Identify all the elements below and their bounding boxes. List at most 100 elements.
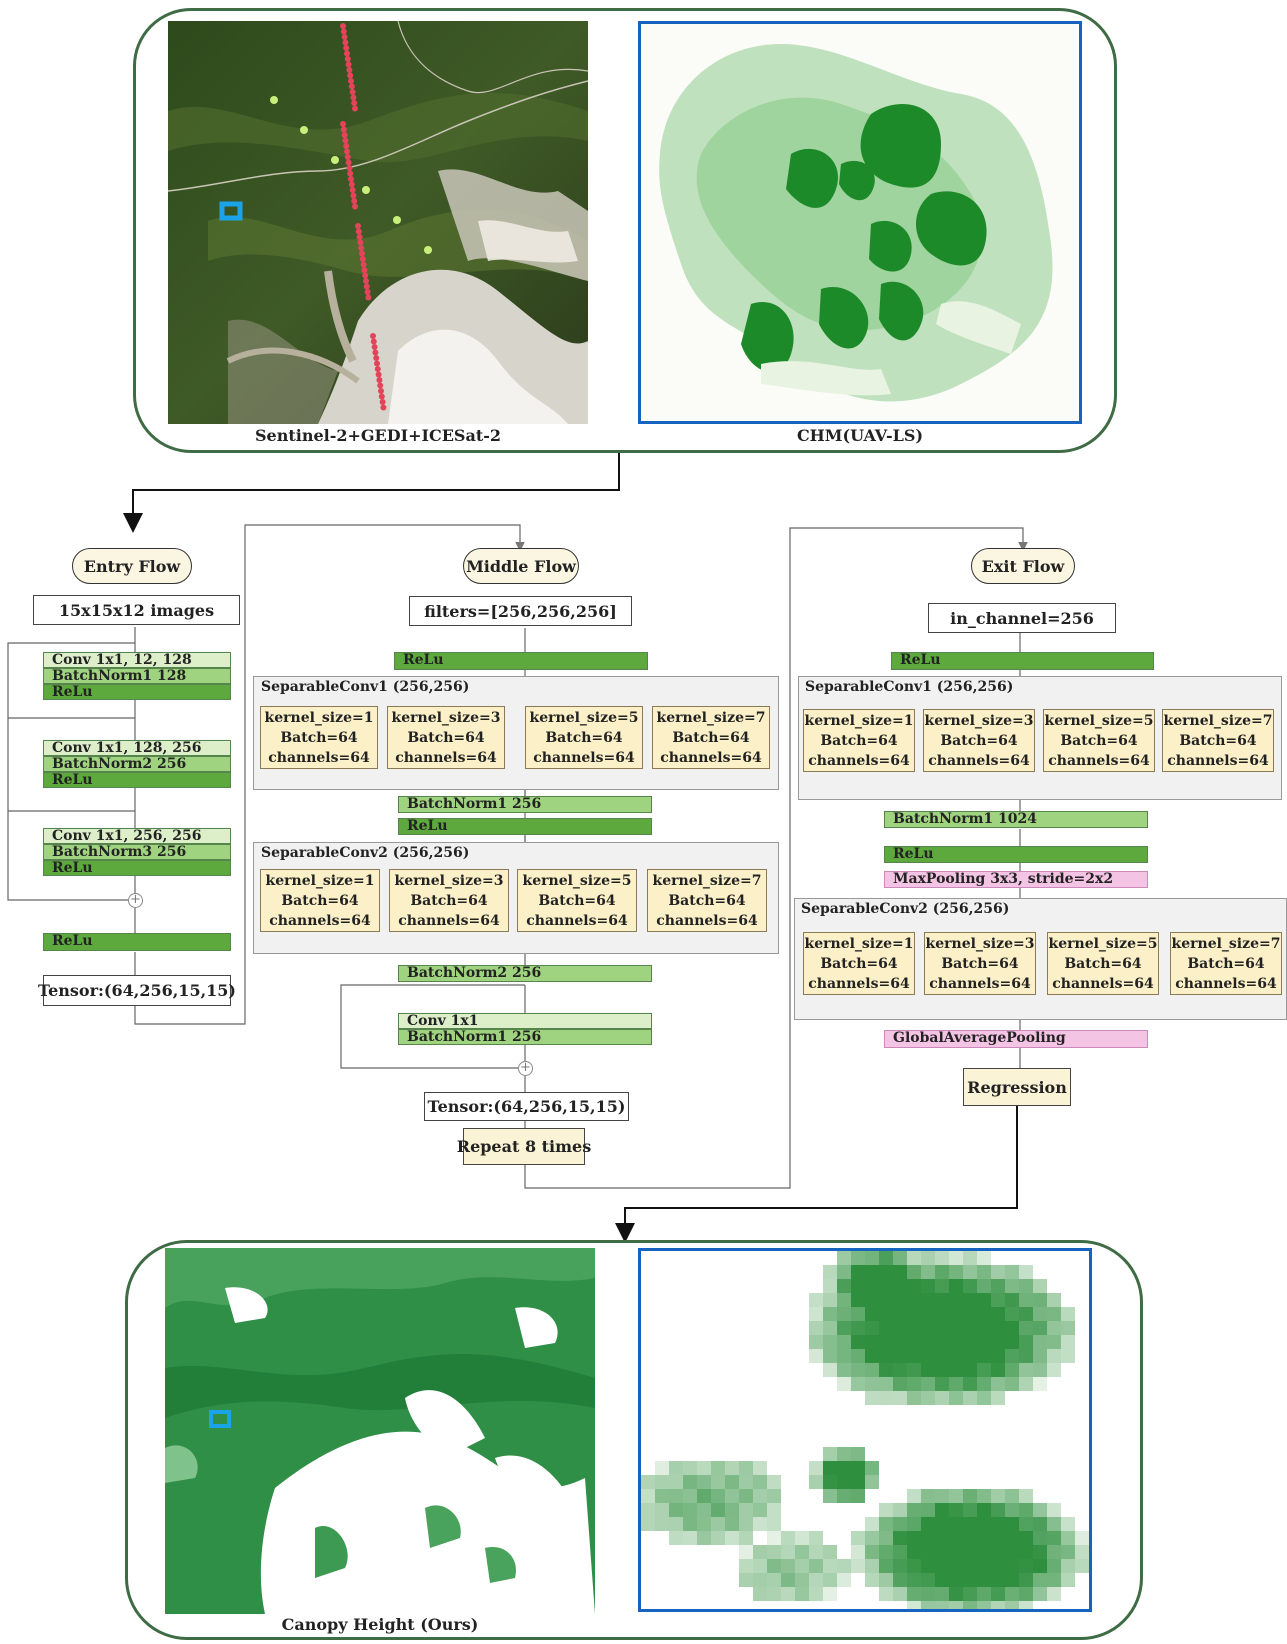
kernel-size: kernel_size=7 [1171, 935, 1281, 952]
exit-sepconv1-label: SeparableConv1 (256,256) [805, 679, 1014, 695]
exit-sep1-kernel-7: kernel_size=7 Batch=64 channels=64 [1162, 709, 1274, 772]
kernel-batch: Batch=64 [410, 892, 488, 909]
top-right-caption: CHM(UAV-LS) [796, 426, 924, 445]
entry-batchnorm-2: BatchNorm2 256 [43, 756, 231, 772]
kernel-channels: channels=64 [1052, 975, 1154, 992]
middle-sep1-kernel-7: kernel_size=7 Batch=64 channels=64 [652, 706, 770, 769]
exit-sep1-kernel-3: kernel_size=3 Batch=64 channels=64 [923, 709, 1035, 772]
kernel-batch: Batch=64 [407, 729, 485, 746]
middle-sep2-kernel-7: kernel_size=7 Batch=64 channels=64 [647, 869, 767, 932]
kernel-size: kernel_size=3 [394, 872, 504, 889]
kernel-channels: channels=64 [1167, 752, 1269, 769]
kernel-batch: Batch=64 [941, 955, 1019, 972]
exit-relu-mid: ReLu [884, 846, 1148, 863]
kernel-channels: channels=64 [398, 912, 500, 929]
exit-sep1-kernel-5: kernel_size=5 Batch=64 channels=64 [1043, 709, 1155, 772]
kernel-size: kernel_size=1 [264, 709, 374, 726]
entry-block-3: Conv 1x1, 256, 256 BatchNorm3 256 ReLu [43, 828, 231, 876]
kernel-batch: Batch=64 [672, 729, 750, 746]
middle-input-box: filters=[256,256,256] [409, 596, 632, 626]
kernel-channels: channels=64 [269, 912, 371, 929]
kernel-size: kernel_size=5 [1048, 935, 1158, 952]
kernel-batch: Batch=64 [1060, 732, 1138, 749]
kernel-channels: channels=64 [268, 749, 370, 766]
repeat-box: Repeat 8 times [457, 1128, 591, 1165]
kernel-batch: Batch=64 [538, 892, 616, 909]
entry-batchnorm-3: BatchNorm3 256 [43, 844, 231, 860]
middle-output-tensor: Tensor:(64,256,15,15) [424, 1092, 629, 1121]
kernel-size: kernel_size=3 [391, 709, 501, 726]
residual-add-icon: + [518, 1061, 533, 1076]
kernel-size: kernel_size=3 [925, 935, 1035, 952]
entry-relu-1: ReLu [43, 684, 231, 700]
entry-relu-3: ReLu [43, 860, 231, 876]
middle-sepconv1-label: SeparableConv1 (256,256) [261, 679, 470, 695]
kernel-channels: channels=64 [395, 749, 497, 766]
middle-batchnorm2: BatchNorm2 256 [398, 965, 652, 982]
middle-sep2-kernel-3: kernel_size=3 Batch=64 channels=64 [389, 869, 509, 932]
entry-batchnorm-1: BatchNorm1 128 [43, 668, 231, 684]
bottom-panel [125, 1240, 1143, 1640]
entry-block-1: Conv 1x1, 12, 128 BatchNorm1 128 ReLu [43, 652, 231, 700]
exit-flow-title: Exit Flow [971, 548, 1075, 584]
kernel-size: kernel_size=5 [529, 709, 639, 726]
kernel-size: kernel_size=1 [804, 935, 914, 952]
bottom-caption: Canopy Height (Ours) [281, 1615, 479, 1634]
kernel-channels: channels=64 [656, 912, 758, 929]
canopy-height-zoom [638, 1248, 1092, 1612]
entry-relu-final: ReLu [43, 933, 231, 951]
kernel-channels: channels=64 [1175, 975, 1277, 992]
kernel-batch: Batch=64 [1179, 732, 1257, 749]
kernel-batch: Batch=64 [1187, 955, 1265, 972]
entry-block-2: Conv 1x1, 128, 256 BatchNorm2 256 ReLu [43, 740, 231, 788]
kernel-size: kernel_size=1 [804, 712, 914, 729]
kernel-size: kernel_size=7 [1163, 712, 1273, 729]
kernel-size: kernel_size=1 [265, 872, 375, 889]
chm-image [638, 21, 1082, 424]
exit-sep2-kernel-3: kernel_size=3 Batch=64 channels=64 [924, 932, 1036, 995]
kernel-size: kernel_size=3 [924, 712, 1034, 729]
middle-conv-1x1: Conv 1x1 [398, 1013, 652, 1029]
exit-sep2-kernel-7: kernel_size=7 Batch=64 channels=64 [1170, 932, 1282, 995]
middle-sep1-kernel-5: kernel_size=5 Batch=64 channels=64 [525, 706, 643, 769]
kernel-channels: channels=64 [808, 752, 910, 769]
middle-flow-title: Middle Flow [463, 548, 579, 584]
entry-input-box: 15x15x12 images [33, 595, 240, 625]
exit-sep2-kernel-5: kernel_size=5 Batch=64 channels=64 [1047, 932, 1159, 995]
kernel-batch: Batch=64 [820, 732, 898, 749]
kernel-channels: channels=64 [526, 912, 628, 929]
satellite-image [168, 21, 588, 424]
middle-relu-mid: ReLu [398, 818, 652, 835]
middle-sep2-kernel-5: kernel_size=5 Batch=64 channels=64 [517, 869, 637, 932]
exit-maxpooling: MaxPooling 3x3, stride=2x2 [884, 871, 1148, 888]
entry-relu-2: ReLu [43, 772, 231, 788]
residual-add-icon: + [128, 893, 143, 908]
exit-sep2-kernel-1: kernel_size=1 Batch=64 channels=64 [803, 932, 915, 995]
middle-sep1-kernel-1: kernel_size=1 Batch=64 channels=64 [260, 706, 378, 769]
kernel-channels: channels=64 [1048, 752, 1150, 769]
exit-sepconv2-label: SeparableConv2 (256,256) [801, 901, 1010, 917]
exit-sep1-kernel-1: kernel_size=1 Batch=64 channels=64 [803, 709, 915, 772]
kernel-batch: Batch=64 [545, 729, 623, 746]
exit-global-average-pooling: GlobalAveragePooling [884, 1030, 1148, 1048]
exit-input-box: in_channel=256 [928, 603, 1116, 633]
entry-conv-1: Conv 1x1, 12, 128 [43, 652, 231, 668]
entry-conv-3: Conv 1x1, 256, 256 [43, 828, 231, 844]
middle-batchnorm1: BatchNorm1 256 [398, 796, 652, 813]
kernel-channels: channels=64 [660, 749, 762, 766]
kernel-batch: Batch=64 [668, 892, 746, 909]
entry-flow-title: Entry Flow [72, 548, 192, 584]
kernel-batch: Batch=64 [940, 732, 1018, 749]
kernel-channels: channels=64 [929, 975, 1031, 992]
kernel-channels: channels=64 [808, 975, 910, 992]
kernel-size: kernel_size=7 [656, 709, 766, 726]
kernel-size: kernel_size=5 [522, 872, 632, 889]
middle-relu-top: ReLu [394, 652, 648, 670]
middle-sep1-kernel-3: kernel_size=3 Batch=64 channels=64 [387, 706, 505, 769]
kernel-size: kernel_size=5 [1044, 712, 1154, 729]
top-panel [133, 8, 1117, 453]
kernel-batch: Batch=64 [820, 955, 898, 972]
kernel-batch: Batch=64 [281, 892, 359, 909]
regression-box: Regression [963, 1068, 1071, 1106]
middle-sep2-kernel-1: kernel_size=1 Batch=64 channels=64 [260, 869, 380, 932]
